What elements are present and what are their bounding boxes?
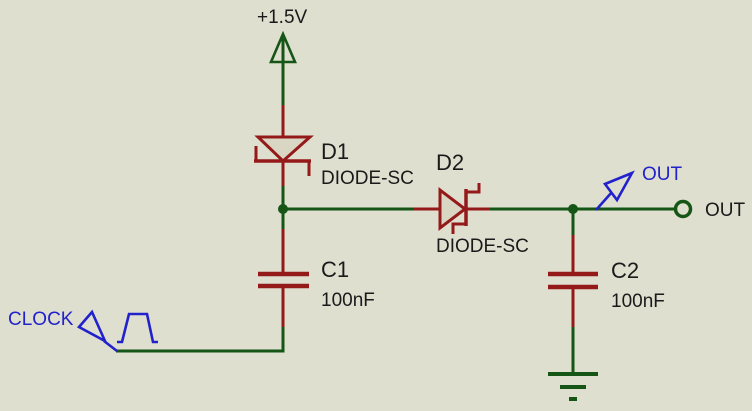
- output-arrow-icon: [602, 170, 635, 203]
- d2-cathode-hook-top: [466, 183, 481, 194]
- power-rail-label: +1.5V: [257, 7, 308, 28]
- output-arrow-tail: [595, 191, 613, 211]
- d1-value-label: DIODE-SC: [321, 168, 414, 189]
- c1-ref-label: C1: [321, 257, 349, 282]
- out-terminal-label: OUT: [705, 200, 746, 221]
- clock-pulse-icon: [117, 312, 158, 344]
- clock-net-label: CLOCK: [8, 309, 74, 330]
- input-arrow-icon: [76, 309, 108, 344]
- d1-triangle: [254, 135, 314, 164]
- c2-value-label: 100nF: [611, 291, 665, 312]
- out-net-probe[interactable]: [595, 170, 635, 211]
- ground-terminal[interactable]: [548, 372, 598, 401]
- out-terminal-circle[interactable]: [673, 199, 693, 219]
- c2-ref-label: C2: [611, 258, 639, 283]
- power-terminal[interactable]: [269, 30, 297, 106]
- out-net-label: OUT: [642, 164, 683, 185]
- clock-input-terminal[interactable]: [76, 309, 158, 353]
- d1-ref-label: D1: [321, 139, 349, 164]
- component-c1-capacitor[interactable]: [258, 229, 309, 329]
- d2-ref-label: D2: [436, 150, 464, 175]
- c1-value-label: 100nF: [321, 290, 375, 311]
- wire-c1-to-clock[interactable]: [116, 327, 285, 353]
- component-d2-schottky-diode[interactable]: [414, 183, 491, 234]
- d2-value-label: DIODE-SC: [436, 236, 529, 257]
- d2-cathode-hook-bottom: [451, 222, 466, 234]
- component-c2-capacitor[interactable]: [548, 235, 598, 328]
- component-d1-schottky-diode[interactable]: [254, 105, 314, 188]
- d2-triangle: [438, 186, 468, 232]
